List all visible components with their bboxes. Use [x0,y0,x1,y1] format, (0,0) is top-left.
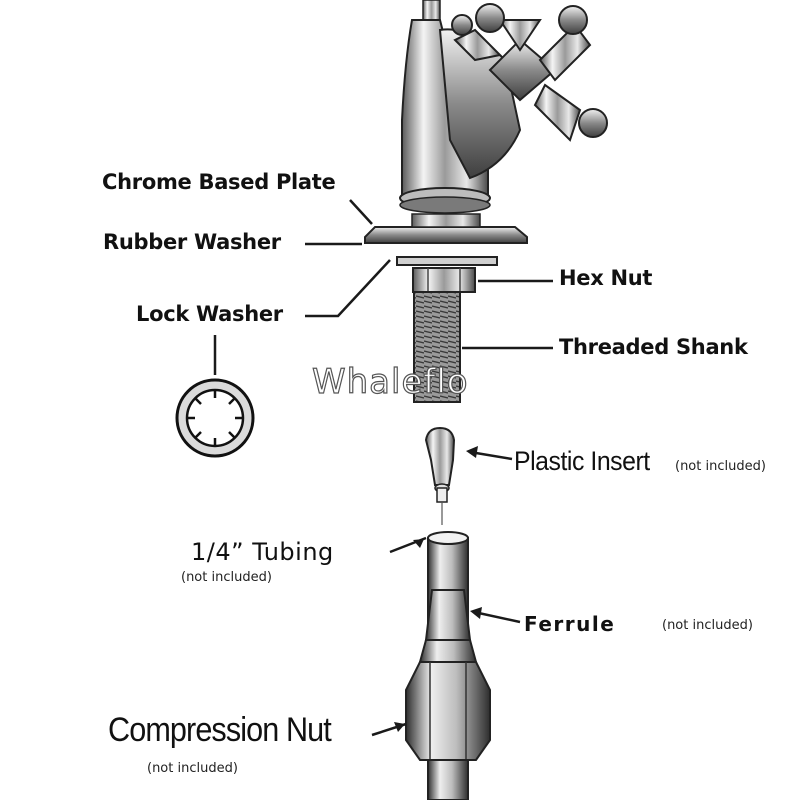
label-ferrule: Ferrule [524,612,616,636]
plastic-insert-shape [424,426,456,525]
cross-handle [451,3,608,142]
label-plastic-insert: Plastic Insert [514,446,650,476]
label-lock-washer: Lock Washer [136,302,283,326]
compression-nut-shape [405,661,491,800]
label-hex-nut: Hex Nut [559,266,653,290]
leader-lines [213,199,553,737]
tubing-shape [418,531,478,663]
label-threaded-shank: Threaded Shank [559,335,748,359]
note-ferrule: (not included) [662,618,753,633]
chrome-base-plate-shape [364,213,528,244]
note-tubing: (not included) [181,570,272,585]
hex-nut-shape [412,267,476,293]
label-rubber-washer: Rubber Washer [103,230,281,254]
threaded-shank-shape [413,291,461,403]
arrowheads [394,446,482,732]
label-tubing: 1/4” Tubing [191,538,334,566]
label-chrome-plate: Chrome Based Plate [102,170,336,194]
washer-plate [396,256,498,266]
lock-washer-ring [175,378,255,458]
watermark: Whaleflo [311,361,469,402]
note-plastic-insert: (not included) [675,459,766,474]
note-compression-nut: (not included) [147,761,238,776]
label-compression-nut: Compression Nut [108,711,332,749]
